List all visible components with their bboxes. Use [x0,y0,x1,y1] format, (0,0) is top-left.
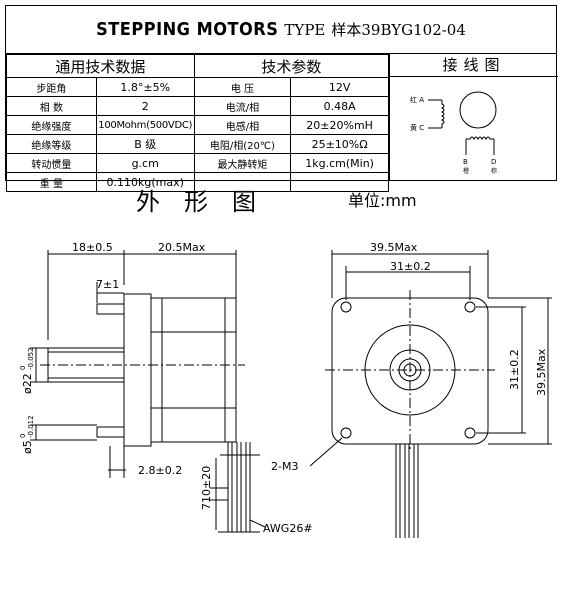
leader-line [249,519,266,528]
front-flange [123,293,152,447]
dim-hole-pitch-vertical: 31±0.2 [508,349,521,390]
mount-hole [464,427,476,439]
lead-wires-front [395,444,419,538]
general-specs-header: 通用技术数据 [6,54,195,78]
dim-boss-length: 2.8±0.2 [138,464,182,477]
wire-label-d: D [491,158,496,166]
mounting-stud [96,303,125,315]
dim-width-max: 39.5Max [370,241,418,254]
type-label: TYPE [284,20,326,39]
param-value [290,172,389,192]
wire-label-b: B [463,158,468,166]
motor-body [150,297,237,443]
dim-body-length: 20.5Max [158,241,206,254]
dim-shaft-tol-bottom: -0.052 [27,347,35,370]
parameter-table: 通用技术数据 技术参数 步距角 1.8°±5% 电 压 12V 相 数 2 电流… [6,54,390,192]
dim-small-tol-bottom: -0.012 [27,415,35,438]
spec-sheet: STEPPING MOTORS TYPE 样本39BYG102-04 通用技术数… [5,5,558,192]
dim-height-max: 39.5Max [535,348,548,396]
dim-small-tol-top: 0 [19,434,27,438]
wire-color-b: 橙 [463,167,469,175]
dim-shaft-diameter: ø22 [21,373,34,394]
dim-screw: 2-M3 [271,460,298,473]
spec-value: 0.110kg(max) [95,172,195,192]
rotor-icon [459,91,497,129]
dim-small-diameter: ø5 [21,440,34,454]
table-row: 重 量 0.110kg(max) [6,172,389,192]
coil-bd-icon [466,136,494,141]
param-value: 25±10%Ω [290,134,389,154]
unit-label: 单位:mm [348,191,417,210]
dim-lead-length: 710±20 [200,466,213,510]
wire-label-a: 红 A [410,95,424,104]
leader-line [309,437,343,467]
wire-gauge: AWG26# [263,522,313,535]
title-row: STEPPING MOTORS TYPE 样本39BYG102-04 [6,6,556,54]
param-value: 0.48A [290,96,389,116]
lead-wires-side [227,442,251,532]
mount-hole [464,301,476,313]
wire-label-c: 黄 C [410,123,424,132]
dim-hole-pitch: 31±0.2 [390,260,431,273]
wiring-diagram: 接线图 红 A 黄 C B 橙 D 棕 [389,54,558,180]
drawing-title: 外形图 [136,188,280,216]
wiring-header: 接线图 [390,54,558,77]
wire-color-d: 棕 [491,167,497,175]
dim-shaft-tol-top: 0 [19,366,27,370]
dim-shaft-length: 18±0.5 [72,241,113,254]
model-number: 样本39BYG102-04 [331,21,466,39]
mount-hole [340,301,352,313]
product-title: STEPPING MOTORS [96,19,279,40]
coil-ac-icon [440,100,445,128]
mounting-stud [96,426,125,438]
mount-hole [340,427,352,439]
wiring-schematic: 红 A 黄 C B 橙 D 棕 [410,91,497,175]
dim-flange-length: 7±1 [96,278,119,291]
